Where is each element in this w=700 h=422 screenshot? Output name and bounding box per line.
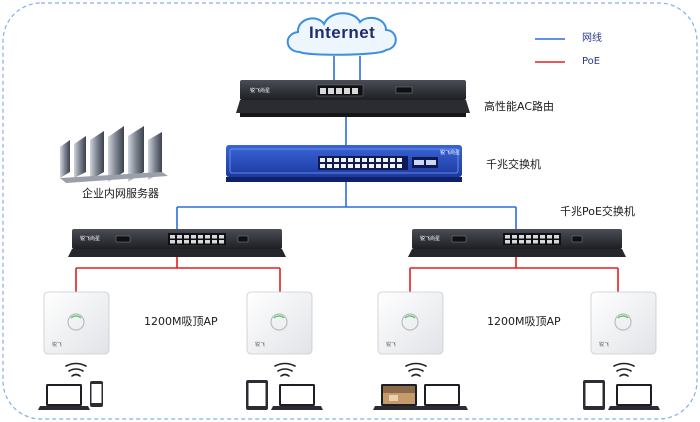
internet-label: Internet [309, 23, 376, 42]
tablet-icon [583, 380, 605, 410]
ac-router-device [236, 80, 470, 117]
laptop-icon [373, 384, 425, 410]
ap-brand: 锐飞 [255, 342, 266, 348]
ap-brand: 锐飞 [386, 342, 397, 348]
internet-cloud [286, 12, 397, 56]
access-point-3 [377, 291, 444, 355]
legend-network-label: 网线 [582, 33, 602, 44]
legend-poe-label: PoE [582, 56, 601, 67]
server-label: 企业内网服务器 [82, 187, 159, 200]
ap-group-left-label: 1200M吸顶AP [144, 315, 218, 328]
access-point-1 [43, 291, 110, 355]
poe-switch-right-device [408, 229, 626, 257]
laptop-icon [271, 384, 323, 410]
access-point-4 [590, 291, 657, 355]
wifi-icon [65, 362, 87, 377]
ap-group-right-label: 1200M吸顶AP [487, 315, 561, 328]
laptop-icon [38, 384, 90, 410]
ac-router-label: 高性能AC路由 [484, 100, 555, 113]
poe-switch-label: 千兆PoE交换机 [560, 205, 635, 218]
phone-icon [90, 381, 103, 407]
laptop-icon [416, 384, 468, 410]
core-switch-label: 千兆交换机 [486, 158, 541, 171]
wifi-icon [274, 362, 296, 377]
access-point-2 [246, 291, 313, 355]
laptop-icon [608, 384, 660, 410]
poe-switch-left-brand: 锐飞尚星 [80, 236, 101, 242]
core-switch-brand: 锐飞尚星 [440, 150, 461, 156]
poe-links-left [75, 257, 281, 292]
ap-brand: 锐飞 [52, 342, 63, 348]
poe-switch-right-brand: 锐飞尚星 [420, 236, 441, 242]
ap-brand: 锐飞 [599, 342, 610, 348]
ac-router-brand: 锐飞尚星 [250, 88, 271, 94]
core-switch-device [226, 145, 462, 182]
wifi-icon [405, 362, 427, 377]
tablet-icon [246, 380, 268, 410]
wifi-icon [613, 362, 635, 377]
poe-switch-left-device [68, 229, 286, 257]
server-rack-device [60, 126, 168, 183]
poe-links-right [409, 257, 619, 292]
